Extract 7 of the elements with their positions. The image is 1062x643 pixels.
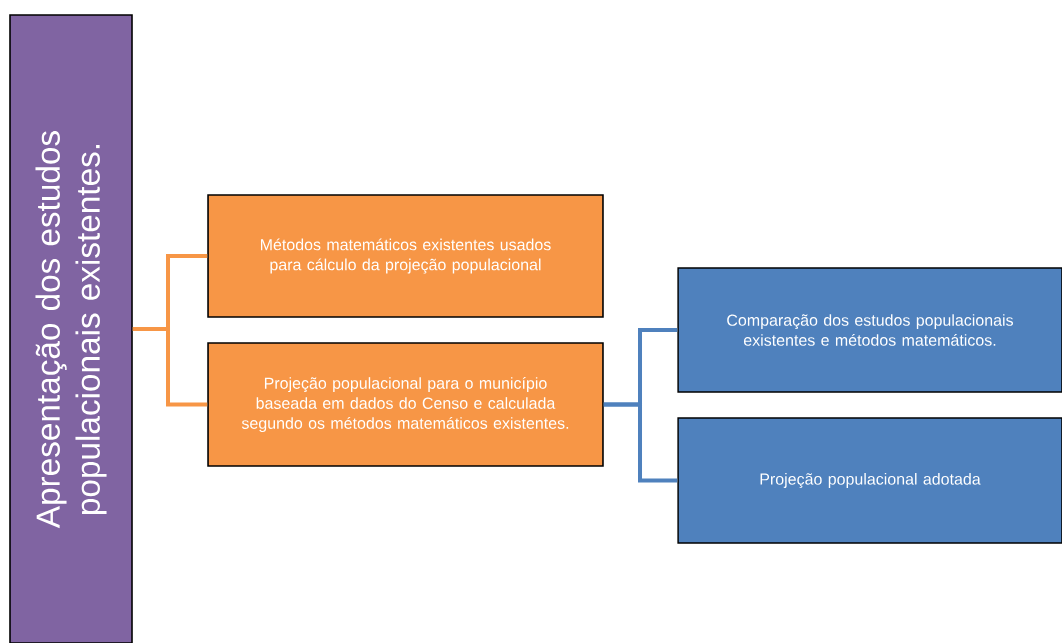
process-box: Projeção populacional para o município baseada em dados do Censo e calculada segundo os métodos matemáticos existentes. (207, 342, 604, 467)
result-box: Projeção populacional adotada (677, 417, 1062, 544)
connector (603, 402, 678, 483)
process-box: Métodos matemáticos existentes usados para cálculo da projeção populacional (207, 194, 604, 318)
result-box: Comparação dos estudos populacionais existentes e métodos matemáticos. (677, 267, 1062, 393)
connector (132, 327, 208, 407)
title-bar: Apresentação dos estudos populacionais existentes. (9, 14, 133, 643)
